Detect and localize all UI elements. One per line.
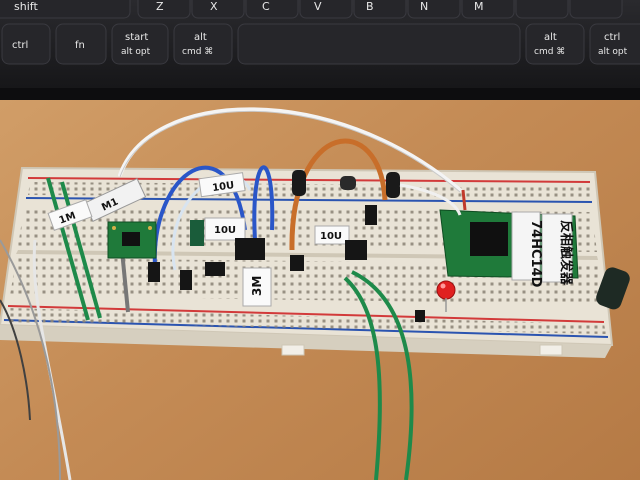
component-black-4 [290,255,304,271]
component-black-3 [205,262,225,276]
key-c-label: C [262,0,270,13]
red-led [436,280,456,300]
key-punct [515,0,569,19]
component-black-6 [415,310,425,322]
capacitor-2 [386,172,400,198]
capacitor-4 [596,267,630,310]
key-n-label: N [420,0,428,13]
key-v [299,0,353,19]
white-wire-right [399,183,462,216]
red-wire-short [461,189,467,211]
component-black-5 [365,205,377,225]
white-wire-long [118,107,462,192]
key-fn-label: fn [75,40,85,51]
cap-tag-middle-text: 10U [214,225,236,236]
gray-wire-left-dangle [0,239,61,480]
component-black-1 [148,262,160,282]
capacitor-1 [292,170,306,196]
key-ctrl-right [589,23,640,65]
74hc14d-module: 74HC14D 反相触发器 [439,209,579,288]
white-wire-left-dangle [32,239,72,480]
key-alt-left [173,23,233,65]
key-punct-2 [569,0,623,19]
key-x [191,0,245,19]
green-wire-left-2 [60,181,102,319]
green-wire-left-1 [46,177,90,321]
key-shift [0,0,131,19]
key-x-label: X [210,0,218,13]
label-3m-text: 3M [250,276,264,296]
orange-wire [289,138,388,251]
key-shift-label: shift [14,0,38,13]
breadboard-clip-left [281,344,305,356]
key-n [407,0,461,19]
green-wire-bottom-1 [343,276,382,480]
breadboard-clip-right [539,344,563,356]
key-fn [55,23,107,65]
key-b [353,0,407,19]
key-z-label: Z [156,0,164,13]
key-space [237,23,521,65]
key-m-label: M [474,0,484,13]
key-start [111,23,169,65]
breakout-module [107,221,157,259]
key-ctrl-left-label: ctrl [12,40,28,51]
key-alt-right-label: alt [544,32,557,43]
capacitor-3 [340,176,356,190]
label-3m: 3M [242,267,272,307]
key-alt-left-label: alt [194,32,207,43]
key-ctrl-right-label: ctrl [604,32,620,43]
white-wire-long-shadow [119,110,461,193]
key-ctrl-right-sublabel: alt opt [598,47,628,57]
blue-wire-2 [252,165,275,241]
keyboard: shift Z X C V B N M ctrl fn start alt op… [0,0,640,100]
cap-tag-right-text: 10U [320,231,342,242]
key-ctrl-left [1,23,51,65]
key-b-label: B [366,0,374,13]
module-chip-name: 74HC14D [528,220,543,288]
module-chip-description: 反相触发器 [558,220,574,286]
key-alt-right-sublabel: cmd ⌘ [534,47,565,57]
key-c [245,0,299,19]
key-v-label: V [314,0,322,13]
resistor-tag-left-text: 1M [58,210,78,226]
cap-tag-right: 10U [314,225,350,245]
resistor-tag-left: 1M [47,199,93,231]
key-start-label: start [125,32,148,43]
dark-wire-left [0,299,31,421]
cap-tag-middle: 10U [190,217,246,246]
resistor-tag-top: 10U [198,172,246,198]
key-alt-right [525,23,585,65]
key-start-sublabel: alt opt [121,47,151,57]
resistor-tag-top-text: 10U [212,180,235,194]
dip-chip-1 [235,238,265,260]
green-wire-bottom-2 [351,270,414,480]
key-alt-left-sublabel: cmd ⌘ [182,47,213,57]
dip-chip-2 [345,240,367,260]
component-black-2 [180,270,192,290]
key-z [137,0,191,19]
key-m [461,0,515,19]
blue-wire-1 [152,165,247,269]
